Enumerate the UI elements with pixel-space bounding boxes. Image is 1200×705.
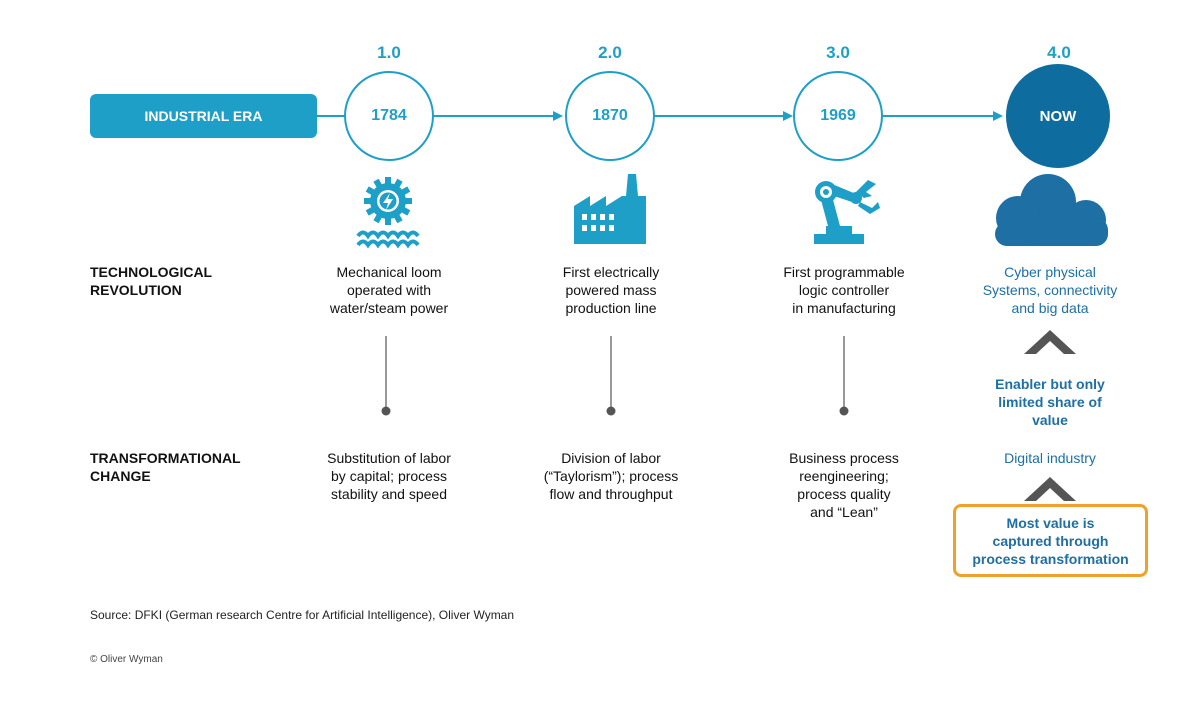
text-line: Most value is [1006, 514, 1095, 531]
technology-text-2: First electrically powered mass producti… [511, 263, 711, 317]
text-line: Mechanical loom [336, 264, 442, 280]
text-line: logic controller [798, 282, 890, 298]
transformational-change-label: TRANSFORMATIONAL CHANGE [90, 449, 241, 485]
source-note: Source: DFKI (German research Centre for… [90, 608, 515, 622]
row-label-line: TECHNOLOGICAL [90, 264, 213, 280]
text-line: First programmable [783, 264, 905, 280]
version-4: 4.0 [1047, 43, 1071, 62]
version-2: 2.0 [598, 43, 622, 62]
water-power-icon [356, 177, 420, 249]
transformation-text-3: Business process reengineering; process … [744, 449, 944, 521]
text-line: Business process [789, 450, 899, 466]
version-3: 3.0 [826, 43, 850, 62]
text-line: and “Lean” [810, 504, 878, 520]
year-1784: 1784 [371, 107, 407, 124]
text-line: Systems, connectivity [982, 282, 1118, 298]
row-label-line: CHANGE [90, 468, 151, 484]
text-line: flow and throughput [549, 486, 673, 502]
version-1: 1.0 [377, 43, 401, 62]
transformation-text-4: Digital industry [950, 449, 1150, 467]
text-line: and big data [1011, 300, 1089, 316]
text-line: by capital; process [331, 468, 447, 484]
industrial-era-label: INDUSTRIAL ERA [90, 94, 317, 138]
year-1870: 1870 [592, 107, 628, 124]
text-line: in manufacturing [792, 300, 896, 316]
copyright: © Oliver Wyman [90, 654, 163, 665]
cloud-icon [995, 174, 1108, 246]
text-line: water/steam power [329, 300, 449, 316]
text-line: value [1032, 412, 1068, 428]
highlight-box: Most value is captured through process t… [953, 504, 1148, 577]
row-label-line: REVOLUTION [90, 282, 182, 298]
text-line: process transformation [972, 550, 1129, 567]
text-line: captured through [992, 532, 1109, 549]
factory-icon [574, 174, 646, 244]
text-line: stability and speed [331, 486, 447, 502]
text-line: First electrically [562, 264, 660, 280]
text-line: (“Taylorism”); process [543, 468, 679, 484]
year-circle-1870: 1870 [565, 71, 655, 161]
technological-revolution-label: TECHNOLOGICAL REVOLUTION [90, 263, 212, 299]
year-circle-1969: 1969 [793, 71, 883, 161]
timeline-line [317, 111, 1003, 121]
now-circle: NOW [1006, 64, 1110, 168]
transformation-text-1: Substitution of labor by capital; proces… [289, 449, 489, 503]
enabler-text: Enabler but only limited share of value [950, 375, 1150, 429]
text-line: Enabler but only [995, 376, 1105, 392]
text-line: production line [565, 300, 657, 316]
technology-text-4: Cyber physical Systems, connectivity and… [950, 263, 1150, 317]
text-line: operated with [346, 282, 432, 298]
text-line: reengineering; [799, 468, 889, 484]
text-line: process quality [797, 486, 891, 502]
text-line: powered mass [565, 282, 657, 298]
technology-text-1: Mechanical loom operated with water/stea… [289, 263, 489, 317]
year-circle-1784: 1784 [344, 71, 434, 161]
text-line: Substitution of labor [327, 450, 451, 466]
text-line: Digital industry [1004, 450, 1096, 466]
text-line: limited share of [998, 394, 1102, 410]
technology-text-3: First programmable logic controller in m… [744, 263, 944, 317]
year-1969: 1969 [820, 107, 856, 124]
row-label-line: TRANSFORMATIONAL [90, 450, 241, 466]
chevron-up-icon [1024, 477, 1076, 501]
now-label: NOW [1039, 107, 1077, 125]
text-line: Division of labor [561, 450, 661, 466]
text-line: Cyber physical [1004, 264, 1096, 280]
transformation-text-2: Division of labor (“Taylorism”); process… [511, 449, 711, 503]
robot-arm-icon [814, 180, 880, 244]
chevron-up-icon [1024, 330, 1076, 354]
